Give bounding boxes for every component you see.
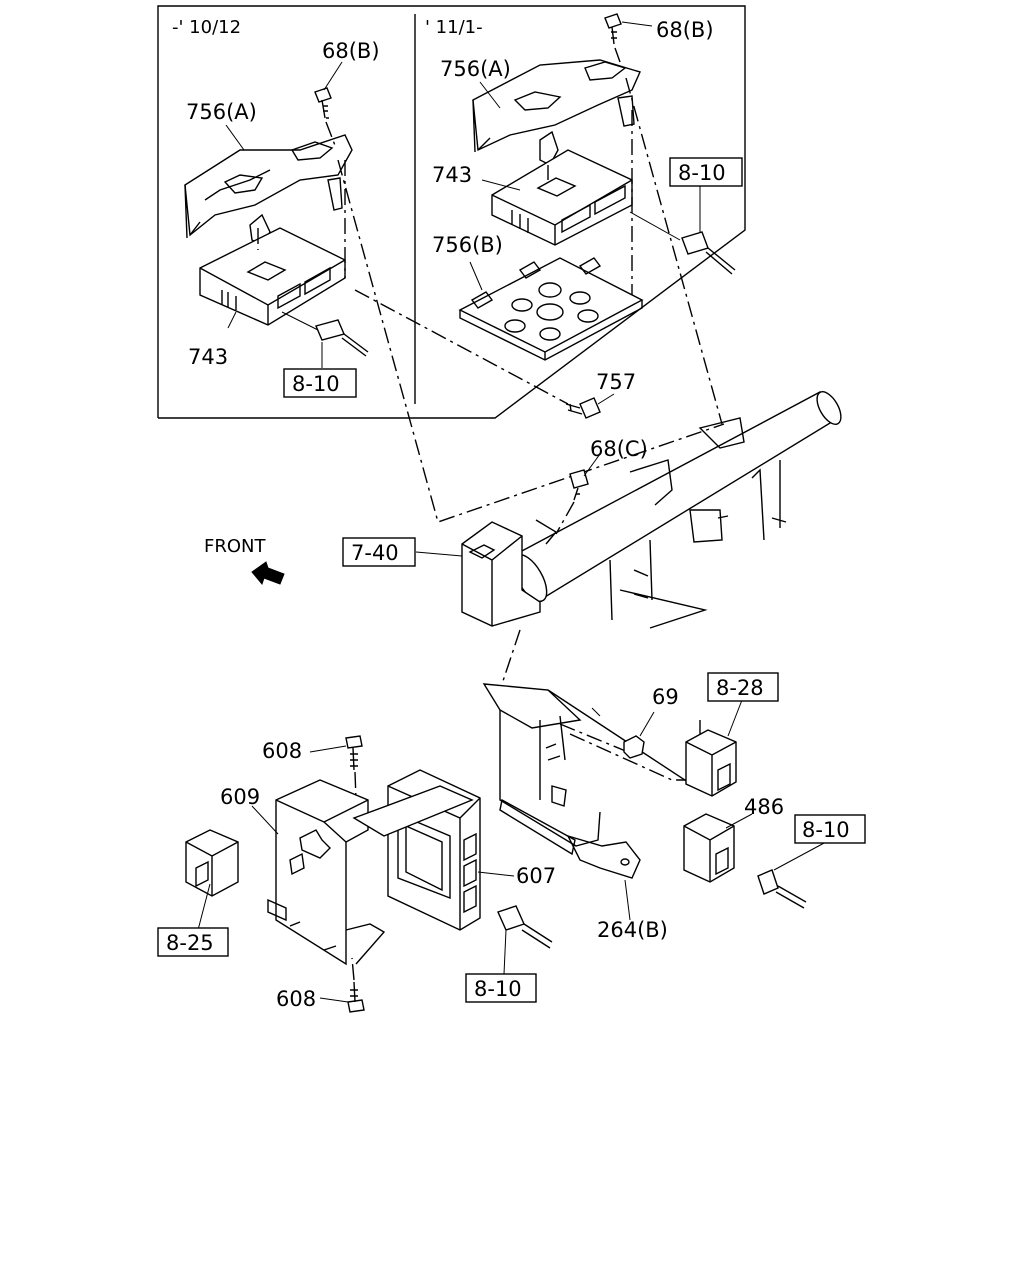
period-label-left: -' 10/12 <box>172 17 241 38</box>
relay-486: 486 <box>683 795 784 883</box>
period-label-right: ' 11/1- <box>425 17 483 38</box>
ref-box-8-25[interactable]: 8-25 <box>157 927 229 957</box>
inset-frame: -' 10/12 ' 11/1- <box>157 5 746 419</box>
control-unit-743-right: 743 <box>432 149 633 246</box>
label-743-right: 743 <box>432 163 472 187</box>
ref-box-8-10-inset-left[interactable]: 8-10 <box>283 368 357 398</box>
ref-8-10-right: 8-10 <box>802 818 850 842</box>
ecu-607: 607 <box>352 769 556 931</box>
front-label: FRONT <box>204 536 266 557</box>
connector-right <box>757 841 827 909</box>
ref-8-28: 8-28 <box>716 676 764 700</box>
front-indicator: FRONT <box>204 536 285 586</box>
ref-box-8-10-right[interactable]: 8-10 <box>794 814 866 844</box>
label-756a-left: 756(A) <box>186 100 257 124</box>
tray-756b: 756(B) <box>432 233 644 361</box>
label-68b-right: 68(B) <box>656 18 714 42</box>
ref-8-10-inset-left: 8-10 <box>292 372 340 396</box>
connector-right-inset <box>629 186 736 275</box>
front-arrow-icon <box>251 561 285 586</box>
cross-member-tube <box>512 391 842 629</box>
ref-8-10-bottom: 8-10 <box>474 977 522 1001</box>
label-757: 757 <box>596 370 636 394</box>
label-608-top: 608 <box>262 739 302 763</box>
ref-box-7-40[interactable]: 7-40 <box>342 537 463 567</box>
ref-8-10-inset-right: 8-10 <box>678 161 726 185</box>
control-unit-743-left: 743 <box>188 227 346 369</box>
label-607: 607 <box>516 864 556 888</box>
label-68c: 68(C) <box>590 437 648 461</box>
bolt-68c: 68(C) <box>555 437 648 535</box>
label-756a-right: 756(A) <box>440 57 511 81</box>
label-69: 69 <box>652 685 679 709</box>
bolt-608-bottom: 608 <box>276 957 365 1013</box>
bracket-264b: 264(B) <box>482 683 701 942</box>
label-486: 486 <box>744 795 784 819</box>
nut-69: 69 <box>623 685 679 759</box>
label-609: 609 <box>220 785 260 809</box>
bolt-68b-right: 68(B) <box>604 13 714 63</box>
connector-left-inset <box>281 311 369 368</box>
bracket-7-40 <box>461 521 541 627</box>
bracket-756a-right <box>472 59 641 166</box>
bracket-609: 609 <box>220 779 386 966</box>
ref-box-8-28[interactable]: 8-28 <box>707 672 779 702</box>
label-68b-left: 68(B) <box>322 39 380 63</box>
bolt-68b-left: 68(B) <box>314 39 380 149</box>
label-743-left: 743 <box>188 345 228 369</box>
label-756b: 756(B) <box>432 233 503 257</box>
ref-box-8-10-inset-right[interactable]: 8-10 <box>669 157 743 187</box>
ref-8-25: 8-25 <box>166 931 214 955</box>
bracket-68c-tab <box>535 519 558 545</box>
bolt-608-top: 608 <box>262 735 363 827</box>
ref-box-8-10-bottom[interactable]: 8-10 <box>465 973 537 1003</box>
relay-module-8-25 <box>185 829 239 931</box>
connector-bottom <box>497 905 553 975</box>
ref-7-40: 7-40 <box>351 541 399 565</box>
bracket-756a-left <box>184 134 353 246</box>
bolt-757: 757 <box>565 370 636 419</box>
label-608-bottom: 608 <box>276 987 316 1011</box>
relay-module-8-28 <box>685 699 743 797</box>
label-264b: 264(B) <box>597 918 668 942</box>
